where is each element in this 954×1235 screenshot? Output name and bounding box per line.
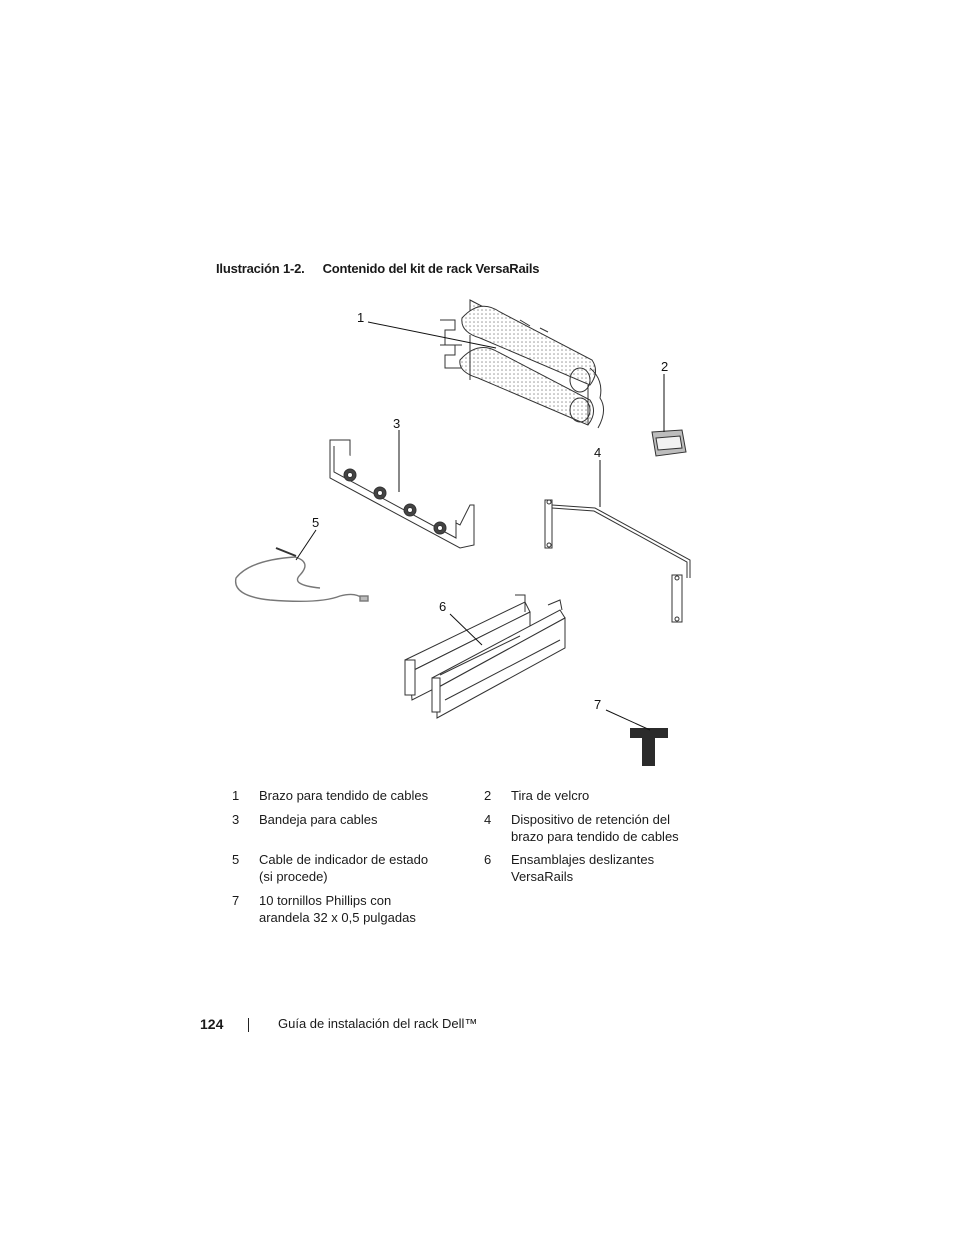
retention-device-drawing <box>544 499 691 623</box>
phillips-screw-drawing <box>630 728 668 766</box>
cable-management-arm-drawing <box>440 299 604 429</box>
footer-title: Guía de instalación del rack Dell™ <box>278 1016 478 1031</box>
legend-text: Dispositivo de retención del brazo para … <box>511 812 679 844</box>
legend-number: 1 <box>232 788 240 803</box>
callout-numbers: 1 2 3 4 5 6 7 <box>312 310 668 712</box>
figure-number: Ilustración 1-2. <box>216 261 305 276</box>
legend-number: 3 <box>232 812 240 827</box>
status-indicator-cable-drawing <box>234 547 369 603</box>
callout-7: 7 <box>594 697 601 712</box>
callout-5: 5 <box>312 515 319 530</box>
callout-1: 1 <box>357 310 364 325</box>
legend-text: Bandeja para cables <box>259 812 378 827</box>
figure-caption: Ilustración 1-2. Contenido del kit de rac… <box>216 261 540 276</box>
legend-text: 10 tornillos Phillips con arandela 32 x … <box>259 893 416 925</box>
legend-number: 7 <box>232 893 240 908</box>
legend-number: 6 <box>484 852 492 867</box>
figure-title: Contenido del kit de rack VersaRails <box>322 261 540 276</box>
callout-6: 6 <box>439 599 446 614</box>
page-number: 124 <box>200 1016 224 1032</box>
legend-number: 5 <box>232 852 240 867</box>
legend-text: Ensamblajes deslizantes VersaRails <box>511 852 655 884</box>
callout-2: 2 <box>661 359 668 374</box>
legend-text: Cable de indicador de estado (si procede… <box>259 852 429 884</box>
footer-divider <box>248 1018 249 1032</box>
legend-number: 2 <box>484 788 492 803</box>
callout-leader-lines <box>295 321 665 731</box>
legend-number: 4 <box>484 812 492 827</box>
legend-text: Tira de velcro <box>511 788 590 803</box>
callout-3: 3 <box>393 416 400 431</box>
callout-4: 4 <box>594 445 601 460</box>
cable-tray-drawing <box>329 439 475 549</box>
velcro-strap-drawing <box>651 429 687 457</box>
versarails-slide-drawing <box>404 594 566 719</box>
legend-text: Brazo para tendido de cables <box>259 788 429 803</box>
